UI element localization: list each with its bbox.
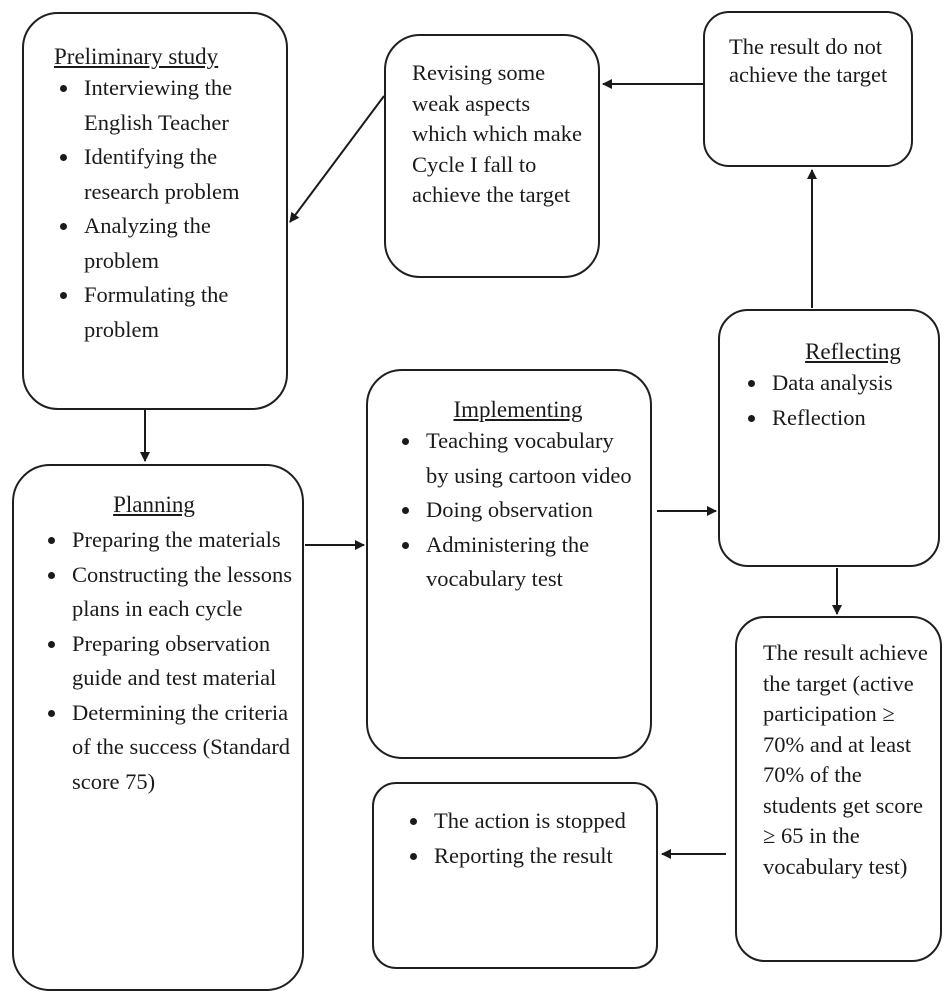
list-item: Reflection	[748, 401, 930, 436]
stopped-box: The action is stopped Reporting the resu…	[372, 782, 658, 969]
reflecting-list: Data analysis Reflection	[742, 366, 930, 435]
list-item: Data analysis	[748, 366, 930, 401]
list-item: Analyzing the problem	[60, 209, 278, 278]
revising-text: Revising some weak aspects which which m…	[412, 60, 582, 207]
stopped-list: The action is stopped Reporting the resu…	[404, 804, 648, 873]
planning-title: Planning	[113, 492, 195, 517]
list-item: Doing observation	[402, 493, 640, 528]
achieve-box: The result achieve the target (active pa…	[735, 616, 942, 962]
planning-list: Preparing the materials Constructing the…	[42, 523, 294, 799]
revising-box: Revising some weak aspects which which m…	[384, 34, 600, 278]
implementing-list: Teaching vocabulary by using cartoon vid…	[396, 424, 640, 597]
preliminary-study-title: Preliminary study	[54, 44, 219, 69]
reflecting-box: Reflecting Data analysis Reflection	[718, 309, 940, 567]
planning-box: Planning Preparing the materials Constru…	[12, 464, 304, 991]
achieve-text: The result achieve the target (active pa…	[763, 640, 928, 879]
not-achieve-box: The result do not achieve the target	[703, 11, 913, 167]
arrow-revising-to-preliminary	[289, 95, 385, 223]
list-item: Determining the criteria of the success …	[48, 696, 294, 800]
preliminary-study-box: Preliminary study Interviewing the Engli…	[22, 12, 288, 410]
list-item: Formulating the problem	[60, 278, 278, 347]
reflecting-title: Reflecting	[805, 339, 901, 364]
preliminary-study-list: Interviewing the English Teacher Identif…	[54, 71, 278, 347]
list-item: Interviewing the English Teacher	[60, 71, 278, 140]
implementing-title: Implementing	[453, 397, 583, 422]
list-item: Constructing the lessons plans in each c…	[48, 558, 294, 627]
list-item: Preparing the materials	[48, 523, 294, 558]
not-achieve-text: The result do not achieve the target	[729, 34, 888, 87]
list-item: Reporting the result	[410, 839, 648, 874]
list-item: Preparing observation guide and test mat…	[48, 627, 294, 696]
list-item: The action is stopped	[410, 804, 648, 839]
list-item: Identifying the research problem	[60, 140, 278, 209]
implementing-box: Implementing Teaching vocabulary by usin…	[366, 369, 652, 759]
list-item: Teaching vocabulary by using cartoon vid…	[402, 424, 640, 493]
list-item: Administering the vocabulary test	[402, 528, 640, 597]
